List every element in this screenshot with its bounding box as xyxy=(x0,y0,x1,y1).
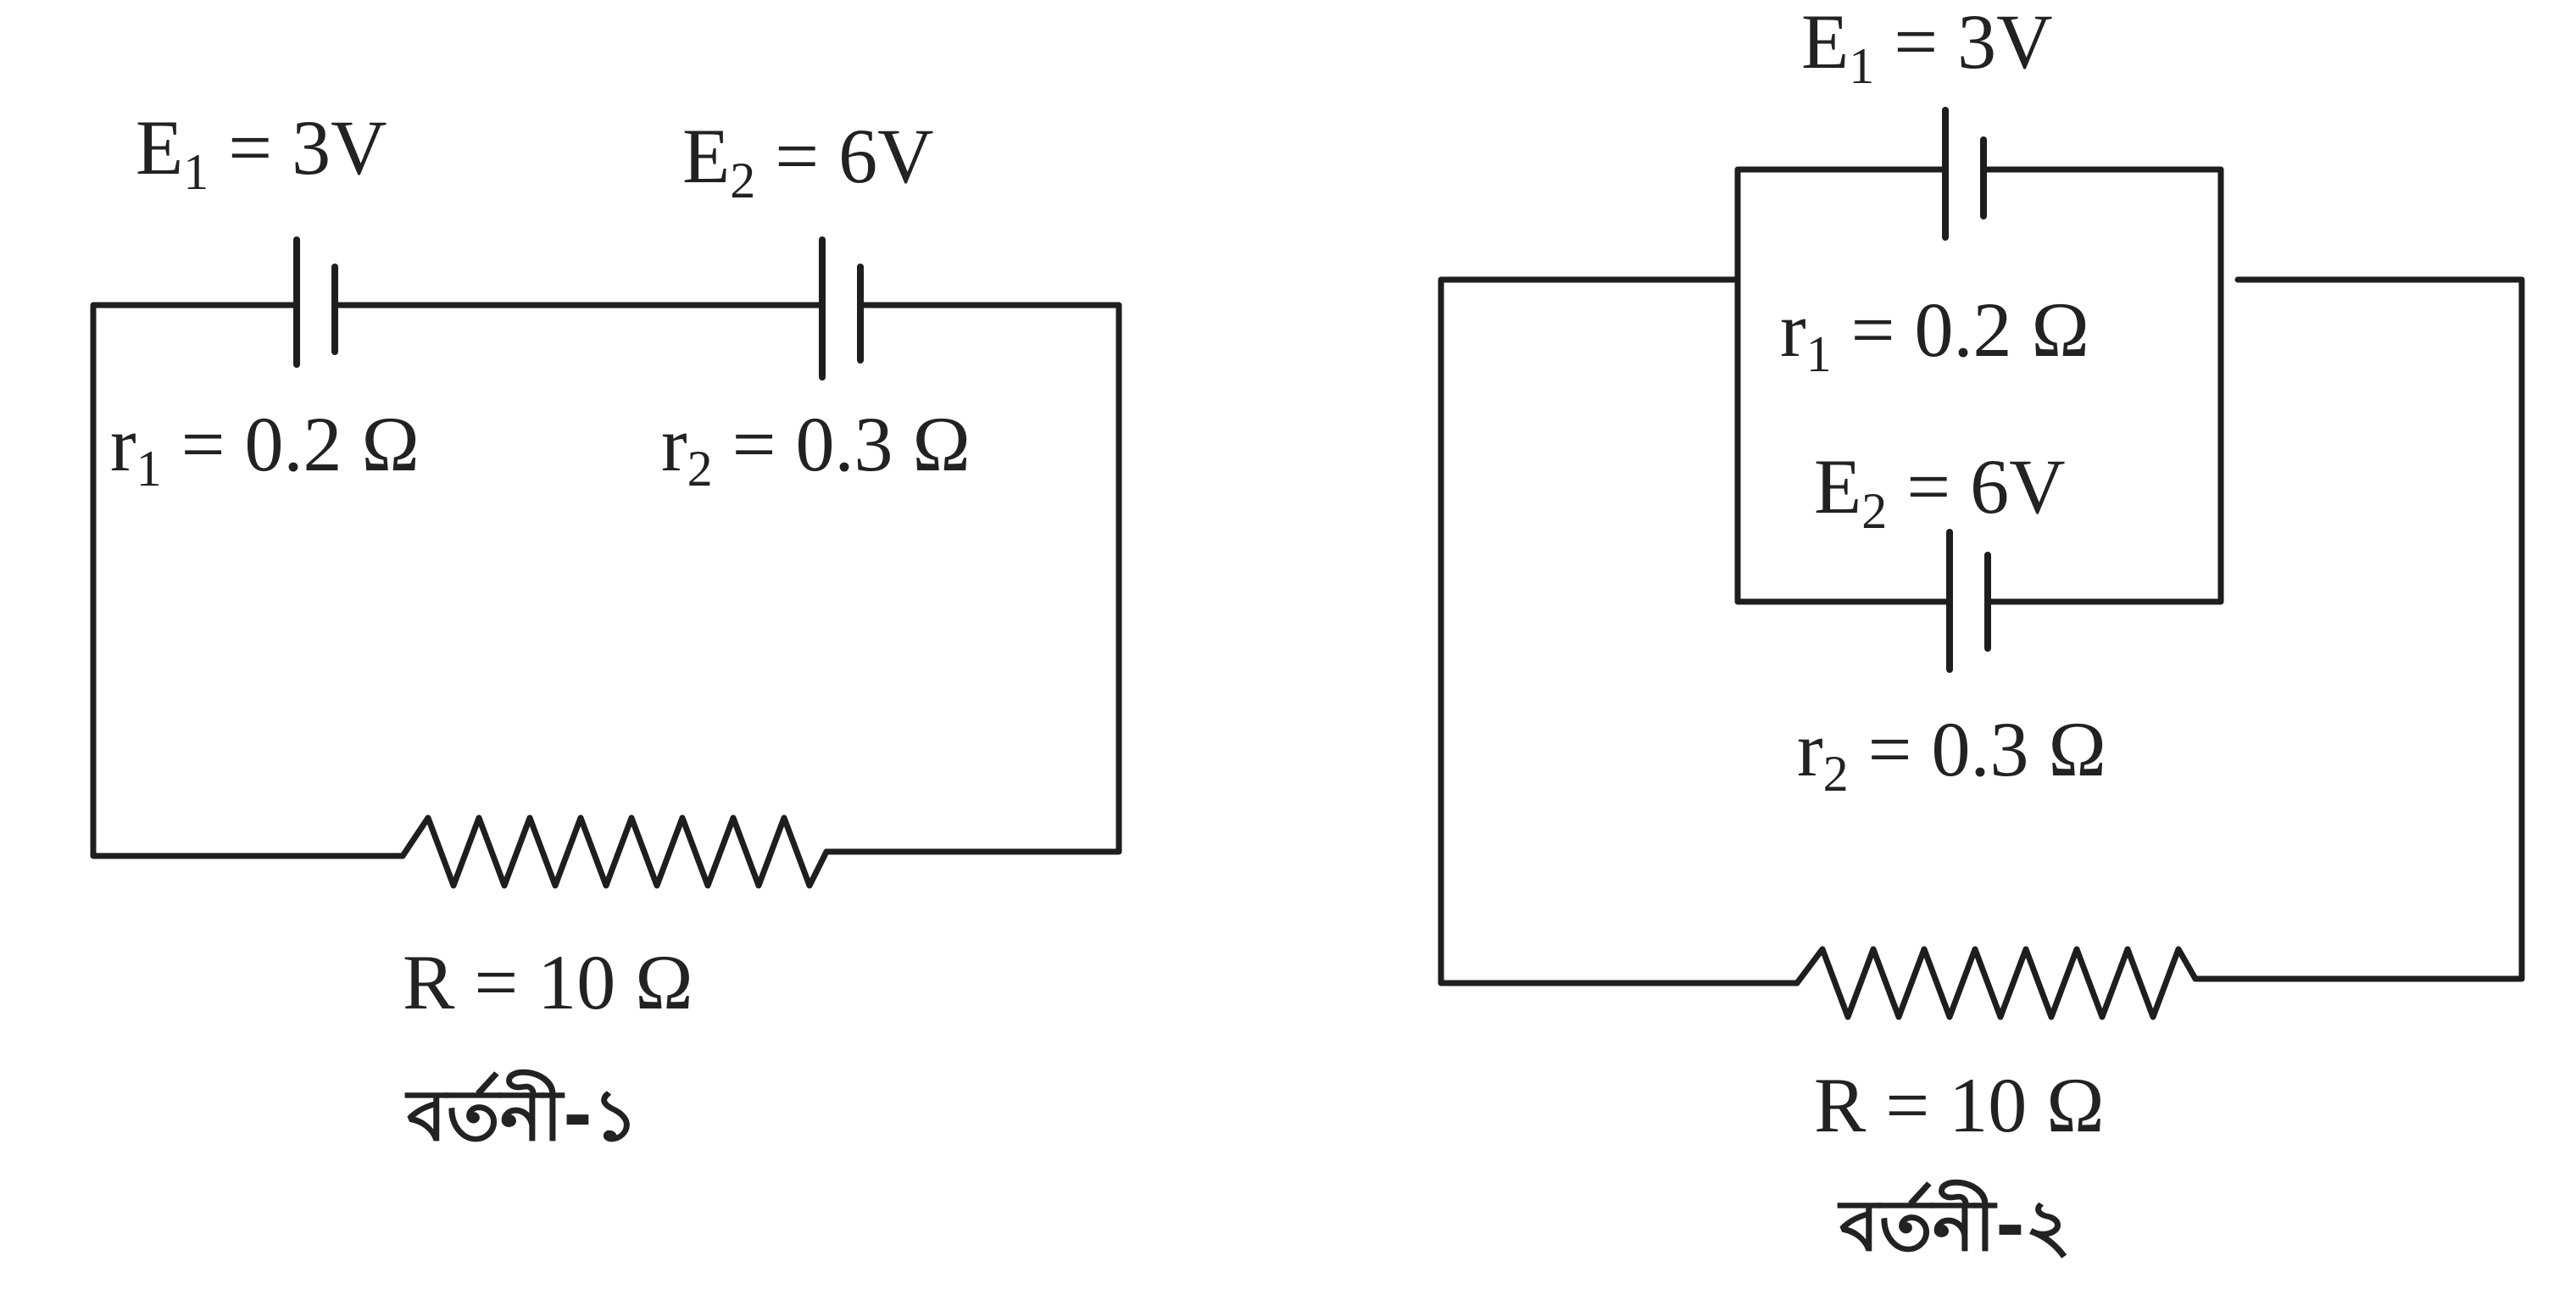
circuit-2-r2-label: r2 = 0.3 Ω xyxy=(1797,706,2106,802)
circuit-2-branch-wire xyxy=(1980,166,2224,605)
circuit-2-e2-label: E2 = 6V xyxy=(1814,443,2066,539)
circuit-2-resistor-label: R = 10 Ω xyxy=(1814,1062,2105,1148)
circuit-1-caption: বর্তনী-১ xyxy=(404,1069,638,1157)
circuit-1-wire xyxy=(90,302,406,859)
circuit-1-e2-label: E2 = 6V xyxy=(682,113,934,208)
circuit-1-resistor-label: R = 10 Ω xyxy=(403,939,693,1025)
circuit-2-r1-label: r1 = 0.2 Ω xyxy=(1780,286,2089,382)
circuit-1-resistor xyxy=(399,814,830,889)
circuit-1-wire xyxy=(823,302,1122,855)
circuit-2-e1-label: E1 = 3V xyxy=(1801,0,2053,94)
circuit-1-cell-e1 xyxy=(293,236,338,368)
circuit-1: E1 = 3V E2 = 6V r1 = 0.2 Ω r2 = 0.3 Ω R … xyxy=(90,104,1122,1157)
circuit-2-wire xyxy=(2192,276,2525,982)
circuit-2: E1 = 3V r1 = 0.2 Ω E2 = 6V r2 = 0.3 Ω R … xyxy=(1438,0,2525,1267)
circuit-2-branch-wire xyxy=(1734,166,1953,605)
circuit-1-e1-label: E1 = 3V xyxy=(136,104,387,200)
circuit-1-r2-label: r2 = 0.3 Ω xyxy=(661,401,971,497)
circuit-2-cell-e2 xyxy=(1946,529,1991,673)
circuit-2-cell-e1 xyxy=(1942,107,1987,241)
circuit-1-r1-label: r1 = 0.2 Ω xyxy=(110,401,420,497)
circuit-2-wire xyxy=(1438,276,1800,986)
circuit-1-cell-e2 xyxy=(819,236,864,381)
circuit-2-resistor xyxy=(1794,946,2199,1020)
circuit-2-caption: বর্তনী-২ xyxy=(1837,1179,2071,1267)
